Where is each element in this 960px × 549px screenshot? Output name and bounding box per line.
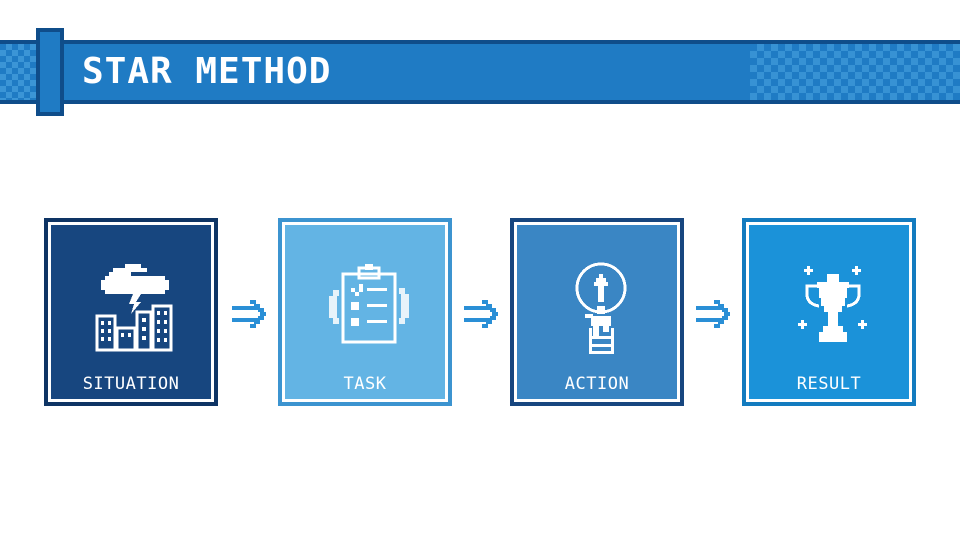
trophy-icon (798, 266, 867, 342)
step-action: ACTION (510, 218, 684, 406)
header-pattern-right (750, 44, 960, 100)
step-label-task: TASK (343, 374, 387, 394)
step-task: TASK (278, 218, 452, 406)
step-situation: SITUATION (44, 218, 218, 406)
clipboard-gears-icon (329, 264, 409, 344)
header-pattern-left (0, 44, 38, 100)
step-label-action: ACTION (564, 374, 630, 394)
arrow-icon (696, 300, 730, 328)
city-storm-icon (95, 264, 173, 352)
step-label-situation: SITUATION (82, 374, 180, 394)
arrow-icon (464, 300, 498, 328)
step-result: RESULT (742, 218, 916, 406)
page-title: STAR METHOD (82, 51, 332, 92)
header-tab (36, 28, 64, 116)
step-label-result: RESULT (796, 374, 862, 394)
arrow-icon (232, 300, 266, 328)
climber-ladder-icon (575, 262, 627, 354)
header-bar (0, 40, 960, 104)
